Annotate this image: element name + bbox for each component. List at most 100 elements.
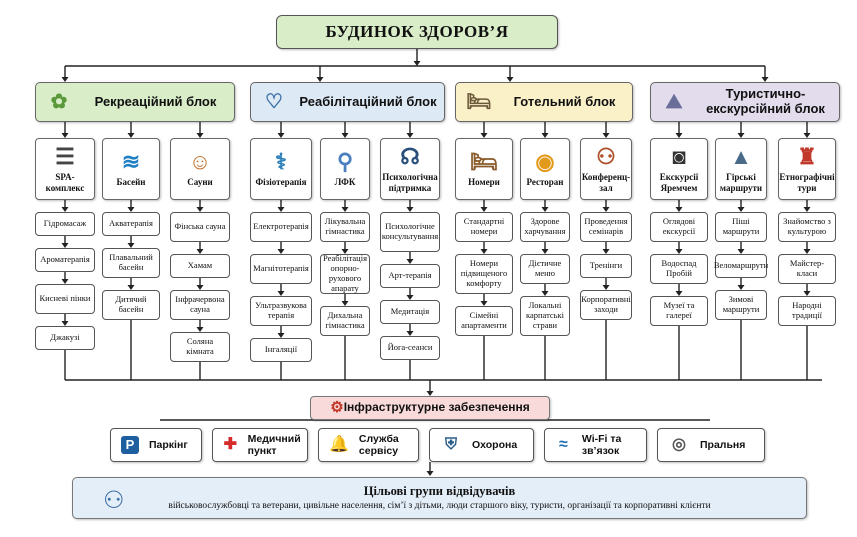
arrowhead [761, 77, 769, 82]
arrowhead [127, 285, 135, 290]
arrowhead [196, 327, 204, 332]
arrowhead [602, 249, 610, 254]
item-3-2-2: Народні традиції [778, 296, 836, 326]
item-3-1-1: Веломаршрути [714, 254, 768, 278]
item-label: Ультразвукова терапія [255, 300, 307, 320]
arrowhead [506, 77, 514, 82]
arrowhead [675, 291, 683, 296]
arrowhead [602, 285, 610, 290]
item-0-1-2: Дитячий басейн [102, 290, 160, 320]
arrowhead [196, 249, 204, 254]
arrowhead [406, 207, 414, 212]
item-2-0-2: Сімейні апартаменти [455, 306, 513, 336]
swimmer-icon: ≋ [121, 149, 141, 175]
arrowhead [803, 291, 811, 296]
arrowhead [341, 249, 349, 254]
item-label: Дитячий басейн [115, 294, 147, 314]
item-label: Медитація [390, 306, 430, 317]
block-1: ♡Реабілітаційний блок [250, 82, 445, 122]
arrowhead [480, 249, 488, 254]
arrowhead [127, 243, 135, 248]
service-label: Паркінг [149, 438, 188, 451]
item-3-2-0: Знайомство з культурою [778, 212, 836, 242]
item-label: Інгаляції [264, 344, 298, 355]
category-2-1: ◉Ресторан [520, 138, 570, 200]
category-0-2: ☺Сауни [170, 138, 230, 200]
item-0-2-1: Хамам [170, 254, 230, 278]
exercise-person-icon: ⚲ [336, 149, 354, 175]
arrowhead [675, 133, 683, 138]
item-label: Електротерапія [253, 221, 309, 232]
block-3: ⛰Туристично-екскурсійний блок [650, 82, 840, 122]
item-2-0-1: Номери підвищеного комфорту [455, 254, 513, 294]
item-label: Музеї та галереї [663, 300, 695, 320]
item-label: Піші маршрути [722, 216, 760, 236]
category-label: Гірські маршрути [719, 172, 763, 193]
item-0-0-2: Кисневі пінки [35, 284, 95, 314]
item-2-1-1: Дієтичне меню [520, 254, 570, 284]
item-label: Корпоративні заходи [581, 294, 631, 314]
gears-icon: ⚙ [330, 399, 344, 417]
title-text: БУДИНОК ЗДОРОВ’Я [325, 22, 509, 42]
service-label: Wi-Fi та зв’язок [581, 432, 622, 457]
arrowhead [737, 285, 745, 290]
arrowhead [277, 249, 285, 254]
item-0-1-1: Плавальний басейн [102, 248, 160, 278]
infrastructure-box: ⚙Інфраструктурне забезпечення [310, 396, 550, 420]
service-label: Пральня [700, 438, 746, 451]
item-2-2-0: Проведення семінарів [580, 212, 632, 242]
item-1-2-0: Психологічне консультування [380, 212, 440, 252]
arrowhead [341, 301, 349, 306]
item-1-0-2: Ультразвукова терапія [250, 296, 312, 326]
service-1: ✚Медичний пункт [212, 428, 308, 462]
arrowhead [61, 243, 69, 248]
category-label: Номери [468, 177, 500, 188]
arrowhead [803, 133, 811, 138]
arrowhead [61, 77, 69, 82]
item-label: Реабілітація опорно-рухового апарату [323, 253, 367, 293]
item-label: Сімейні апартаменти [461, 310, 507, 330]
item-1-0-1: Магнітотерапія [250, 254, 312, 284]
item-3-1-2: Зимові маршрути [715, 290, 767, 320]
service-2: 🔔Служба сервісу [318, 428, 419, 462]
service-5: ◎Пральня [657, 428, 765, 462]
category-3-0: ◙Екскурсії Яремчем [650, 138, 708, 200]
item-1-2-1: Арт-терапія [380, 264, 440, 288]
mountain-icon: ▲ [730, 144, 752, 170]
arrowhead [196, 133, 204, 138]
arrowhead [61, 321, 69, 326]
wifi-icon: ≈ [559, 435, 568, 453]
arrowhead [61, 279, 69, 284]
item-label: Акватерапія [109, 218, 153, 229]
item-label: Оглядові екскурсії [662, 216, 696, 236]
service-3: ⛨ Охорона [429, 428, 534, 462]
shield-icon: ⛨ [444, 435, 457, 453]
arrowhead [737, 207, 745, 212]
item-1-1-1: Реабілітація опорно-рухового апарату [320, 254, 370, 294]
category-label: Ресторан [526, 177, 564, 188]
folk-costume-icon: ♜ [797, 144, 817, 170]
lotus-icon: ✿ [50, 90, 68, 113]
category-1-1: ⚲ЛФК [320, 138, 370, 200]
arrowhead [196, 207, 204, 212]
item-label: Соляна кімната [186, 336, 214, 356]
head-brain-icon: ☊ [400, 144, 420, 170]
arrowhead [413, 61, 421, 66]
arrowhead [737, 249, 745, 254]
arrowhead [406, 295, 414, 300]
item-0-0-0: Гідромасаж [35, 212, 95, 236]
item-label: Локальні карпатські страви [525, 300, 565, 330]
item-label: Магнітотерапія [253, 263, 309, 274]
item-label: Фінська сауна [174, 221, 226, 232]
item-1-2-2: Медитація [380, 300, 440, 324]
arrowhead [406, 133, 414, 138]
block-2: 🛏Готельний блок [455, 82, 633, 122]
service-label: Охорона [472, 438, 518, 451]
item-3-0-2: Музеї та галереї [650, 296, 708, 326]
category-label: Конференц-зал [581, 172, 631, 193]
category-3-2: ♜Етнографічні тури [778, 138, 836, 200]
service-4: ≈ Wi-Fi та зв’язок [544, 428, 647, 462]
item-1-0-3: Інгаляції [250, 338, 312, 362]
item-label: Дихальна гімнастика [325, 310, 365, 330]
